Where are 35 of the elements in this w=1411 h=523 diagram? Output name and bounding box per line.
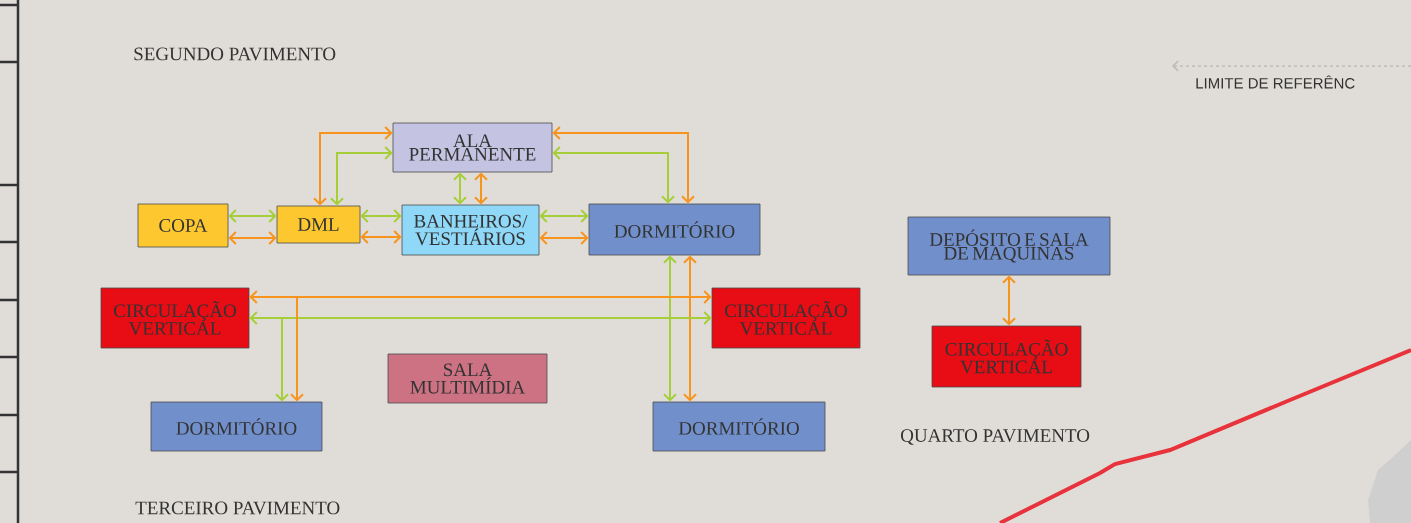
fourth-floor-label: QUARTO PAVIMENTO — [901, 429, 1090, 445]
arrow — [474, 172, 488, 205]
segundo-floor-label: SEGUNDO PAVIMENTO — [134, 47, 336, 61]
arrow — [683, 255, 697, 402]
room-box: DORMITÓRIO — [588, 203, 761, 256]
room-box: DORMITÓRIO — [150, 401, 323, 452]
arrow — [1002, 275, 1016, 326]
arrow — [228, 209, 277, 223]
room-box: DORMITÓRIO — [652, 401, 826, 452]
room-box: BANHEIROS/ VESTIÁRIOS — [401, 204, 540, 256]
room-box: SALA MULTIMÍDIA — [387, 353, 548, 404]
arrow — [330, 146, 393, 206]
arrow — [249, 290, 712, 304]
room-box: ALA PERMANENTE — [392, 122, 553, 173]
room-box: CIRCULAÇÃO VERTICAL — [100, 287, 250, 349]
arrow — [552, 126, 695, 204]
arrow — [248, 296, 304, 402]
arrow — [539, 209, 589, 223]
arrow — [248, 317, 289, 402]
arrow — [453, 172, 467, 205]
arrow — [360, 209, 402, 223]
arrow — [663, 255, 677, 402]
room-box: CIRCULAÇÃO VERTICAL — [931, 325, 1082, 388]
arrow — [228, 231, 277, 245]
reference-limit-label: LIMITE DE REFERÊNC — [1196, 75, 1355, 89]
arrow — [249, 311, 712, 325]
room-box: DML — [276, 205, 361, 244]
arrow — [539, 231, 589, 245]
arrow — [552, 146, 675, 204]
arrow — [313, 126, 393, 206]
arrow — [360, 230, 402, 244]
room-box: CIRCULAÇÃO VERTICAL — [711, 287, 861, 349]
room-box: DEPÓSITO E SALA DE MAQUINAS — [907, 216, 1111, 276]
third-floor-label: TERCEIRO PAVIMENTO — [135, 501, 340, 515]
room-box: COPA — [137, 203, 229, 248]
